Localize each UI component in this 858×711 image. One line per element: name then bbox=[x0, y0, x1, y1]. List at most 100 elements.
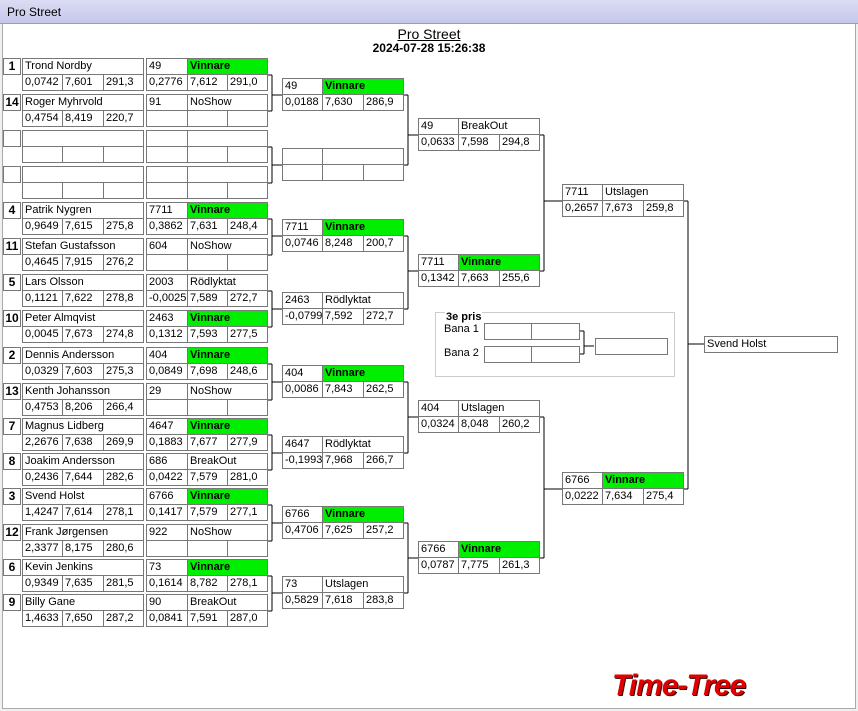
reaction-time[interactable] bbox=[146, 182, 188, 199]
reaction-time[interactable]: 0,0849 bbox=[146, 363, 188, 380]
race-status[interactable]: Vinnare bbox=[458, 541, 540, 558]
elapsed-time[interactable]: 7,618 bbox=[322, 592, 364, 609]
elapsed-time[interactable]: 8,175 bbox=[62, 540, 104, 557]
speed[interactable]: 262,5 bbox=[363, 381, 404, 398]
speed[interactable]: 248,6 bbox=[227, 363, 268, 380]
reaction-time[interactable]: 0,1614 bbox=[146, 575, 188, 592]
driver-name[interactable]: Stefan Gustafsson bbox=[22, 238, 144, 255]
seed-number[interactable]: 7 bbox=[3, 418, 21, 435]
speed[interactable]: 272,7 bbox=[227, 290, 268, 307]
car-number[interactable] bbox=[146, 130, 188, 147]
reaction-time[interactable]: 0,5829 bbox=[282, 592, 324, 609]
speed[interactable]: 277,1 bbox=[227, 504, 268, 521]
elapsed-time[interactable]: 7,630 bbox=[322, 94, 364, 111]
car-number[interactable] bbox=[282, 148, 324, 165]
race-status[interactable]: Utslagen bbox=[322, 576, 404, 593]
driver-name[interactable]: Patrik Nygren bbox=[22, 202, 144, 219]
elapsed-time[interactable]: 7,579 bbox=[187, 504, 228, 521]
reaction-time[interactable] bbox=[146, 540, 188, 557]
reaction-time[interactable] bbox=[22, 182, 63, 199]
car-number[interactable]: 29 bbox=[146, 383, 188, 400]
driver-name[interactable]: Trond Nordby bbox=[22, 58, 144, 75]
car-number[interactable]: 4647 bbox=[146, 418, 188, 435]
race-status[interactable]: Vinnare bbox=[187, 418, 268, 435]
reaction-time[interactable]: 0,4645 bbox=[22, 254, 63, 271]
car-number[interactable]: 90 bbox=[146, 594, 188, 611]
elapsed-time[interactable] bbox=[187, 399, 228, 416]
seed-number[interactable]: 11 bbox=[3, 238, 21, 255]
speed[interactable] bbox=[227, 540, 268, 557]
race-status[interactable] bbox=[187, 166, 268, 183]
elapsed-time[interactable]: 7,625 bbox=[322, 522, 364, 539]
speed[interactable]: 275,4 bbox=[643, 488, 684, 505]
reaction-time[interactable]: 0,0422 bbox=[146, 469, 188, 486]
car-number[interactable]: 6766 bbox=[562, 472, 604, 489]
seed-number[interactable]: 14 bbox=[3, 94, 21, 111]
speed[interactable]: 275,8 bbox=[103, 218, 144, 235]
race-status[interactable] bbox=[322, 148, 404, 165]
speed[interactable]: 291,3 bbox=[103, 74, 144, 91]
car-number[interactable]: 49 bbox=[418, 118, 460, 135]
reaction-time[interactable]: 2,3377 bbox=[22, 540, 63, 557]
race-status[interactable]: BreakOut bbox=[187, 453, 268, 470]
car-number[interactable]: 49 bbox=[146, 58, 188, 75]
race-status[interactable]: Vinnare bbox=[187, 310, 268, 327]
speed[interactable]: 272,7 bbox=[363, 308, 404, 325]
elapsed-time[interactable]: 7,631 bbox=[187, 218, 228, 235]
car-number[interactable]: 6766 bbox=[282, 506, 324, 523]
speed[interactable]: 291,0 bbox=[227, 74, 268, 91]
speed[interactable] bbox=[103, 146, 144, 163]
car-number[interactable]: 73 bbox=[146, 559, 188, 576]
race-status[interactable]: NoShow bbox=[187, 524, 268, 541]
reaction-time[interactable]: 0,4754 bbox=[22, 110, 63, 127]
reaction-time[interactable]: 1,4247 bbox=[22, 504, 63, 521]
speed[interactable] bbox=[227, 182, 268, 199]
driver-name[interactable]: Roger Myhrvold bbox=[22, 94, 144, 111]
elapsed-time[interactable] bbox=[187, 182, 228, 199]
speed[interactable]: 257,2 bbox=[363, 522, 404, 539]
seed-number[interactable]: 1 bbox=[3, 58, 21, 75]
reaction-time[interactable]: 0,0787 bbox=[418, 557, 460, 574]
elapsed-time[interactable]: 8,419 bbox=[62, 110, 104, 127]
speed[interactable]: 277,9 bbox=[227, 434, 268, 451]
seed-number[interactable]: 8 bbox=[3, 453, 21, 470]
bronze-lane1-status[interactable] bbox=[531, 323, 580, 340]
reaction-time[interactable]: 0,4753 bbox=[22, 399, 63, 416]
elapsed-time[interactable]: 8,206 bbox=[62, 399, 104, 416]
car-number[interactable]: 7711 bbox=[282, 219, 324, 236]
elapsed-time[interactable]: 8,248 bbox=[322, 235, 364, 252]
elapsed-time[interactable]: 7,775 bbox=[458, 557, 500, 574]
speed[interactable]: 278,1 bbox=[227, 575, 268, 592]
race-status[interactable]: Vinnare bbox=[187, 202, 268, 219]
race-status[interactable] bbox=[187, 130, 268, 147]
race-status[interactable]: Utslagen bbox=[458, 400, 540, 417]
elapsed-time[interactable]: 7,615 bbox=[62, 218, 104, 235]
speed[interactable]: 278,1 bbox=[103, 504, 144, 521]
seed-number[interactable]: 9 bbox=[3, 594, 21, 611]
reaction-time[interactable]: 0,0742 bbox=[22, 74, 63, 91]
speed[interactable]: 248,4 bbox=[227, 218, 268, 235]
seed-number[interactable]: 12 bbox=[3, 524, 21, 541]
car-number[interactable]: 604 bbox=[146, 238, 188, 255]
speed[interactable]: 266,4 bbox=[103, 399, 144, 416]
reaction-time[interactable]: 0,0188 bbox=[282, 94, 324, 111]
car-number[interactable]: 404 bbox=[418, 400, 460, 417]
car-number[interactable]: 404 bbox=[282, 365, 324, 382]
elapsed-time[interactable]: 7,644 bbox=[62, 469, 104, 486]
reaction-time[interactable]: 0,2436 bbox=[22, 469, 63, 486]
elapsed-time[interactable] bbox=[62, 182, 104, 199]
speed[interactable]: 275,3 bbox=[103, 363, 144, 380]
car-number[interactable]: 686 bbox=[146, 453, 188, 470]
reaction-time[interactable]: 0,3862 bbox=[146, 218, 188, 235]
elapsed-time[interactable]: 7,650 bbox=[62, 610, 104, 627]
elapsed-time[interactable] bbox=[187, 146, 228, 163]
race-status[interactable]: Rödlyktat bbox=[322, 292, 404, 309]
car-number[interactable]: 49 bbox=[282, 78, 324, 95]
elapsed-time[interactable]: 7,614 bbox=[62, 504, 104, 521]
car-number[interactable]: 404 bbox=[146, 347, 188, 364]
speed[interactable]: 281,5 bbox=[103, 575, 144, 592]
driver-name[interactable]: Magnus Lidberg bbox=[22, 418, 144, 435]
elapsed-time[interactable]: 7,622 bbox=[62, 290, 104, 307]
race-status[interactable]: Vinnare bbox=[322, 219, 404, 236]
speed[interactable]: 276,2 bbox=[103, 254, 144, 271]
